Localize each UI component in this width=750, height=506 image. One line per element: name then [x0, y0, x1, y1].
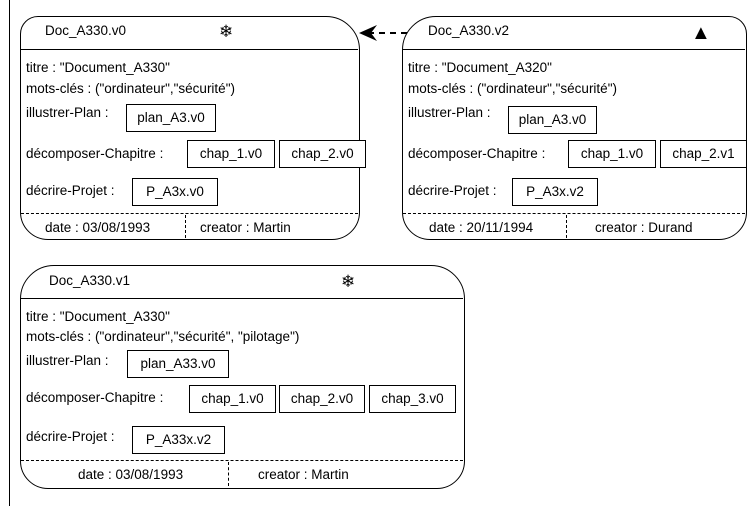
margin-rule: [9, 0, 10, 506]
footer-divider-v2: [403, 213, 745, 214]
illustrer-label-v0: illustrer-Plan :: [26, 105, 109, 120]
chapitre-link-v1-2[interactable]: chap_2.v0: [279, 385, 365, 413]
derivation-arrow: [359, 25, 407, 41]
mots-cles-v0: mots-clés : ("ordinateur","sécurité"): [26, 81, 235, 96]
titre-v1: titre : "Document_A330": [26, 309, 170, 324]
decomposer-label-v0: décomposer-Chapitre :: [26, 146, 164, 161]
projet-link-v1[interactable]: P_A33x.v2: [132, 426, 225, 454]
decomposer-label-v2: décomposer-Chapitre :: [408, 146, 546, 161]
header-divider-v2: [403, 49, 745, 50]
header-divider-v0: [21, 49, 358, 50]
triangle-icon: ▲: [691, 22, 711, 44]
mots-cles-v1: mots-clés : ("ordinateur","sécurité", "p…: [26, 329, 300, 344]
snowflake-icon: ❄: [219, 22, 234, 41]
projet-link-v2[interactable]: P_A3x.v2: [512, 178, 598, 206]
footer-separator-v0: [185, 215, 186, 238]
projet-link-v0[interactable]: P_A3x.v0: [132, 178, 218, 206]
footer-divider-v0: [21, 213, 358, 214]
mots-cles-v2: mots-clés : ("ordinateur","sécurité"): [408, 81, 617, 96]
doc-title-v0: Doc_A330.v0: [45, 23, 127, 38]
plan-link-v0[interactable]: plan_A3.v0: [126, 104, 216, 132]
chapitre-link-v0-1[interactable]: chap_1.v0: [187, 140, 275, 168]
date-v2: date : 20/11/1994: [429, 220, 534, 235]
date-v0: date : 03/08/1993: [45, 220, 151, 235]
titre-v0: titre : "Document_A330": [26, 60, 170, 75]
doc-title-v2: Doc_A330.v2: [428, 23, 510, 38]
titre-v2: titre : "Document_A320": [408, 60, 552, 75]
footer-separator-v1: [228, 462, 229, 486]
illustrer-label-v1: illustrer-Plan :: [26, 353, 109, 368]
footer-separator-v2: [566, 215, 567, 238]
decrire-label-v0: décrire-Projet :: [26, 183, 115, 198]
chapitre-link-v2-1[interactable]: chap_1.v0: [568, 140, 656, 168]
chapitre-link-v2-2[interactable]: chap_2.v1: [660, 140, 747, 168]
decomposer-label-v1: décomposer-Chapitre :: [26, 390, 164, 405]
creator-v1: creator : Martin: [258, 467, 349, 482]
plan-link-v2[interactable]: plan_A3.v0: [508, 106, 597, 134]
illustrer-label-v2: illustrer-Plan :: [408, 105, 491, 120]
plan-link-v1[interactable]: plan_A33.v0: [127, 350, 229, 378]
doc-card-v1[interactable]: [20, 265, 465, 489]
date-v1: date : 03/08/1993: [78, 467, 184, 482]
header-divider-v1: [21, 298, 463, 299]
chapitre-link-v0-2[interactable]: chap_2.v0: [279, 140, 366, 168]
doc-title-v1: Doc_A330.v1: [49, 273, 131, 288]
decrire-label-v2: décrire-Projet :: [408, 183, 497, 198]
snowflake-icon: ❄: [341, 272, 356, 291]
chapitre-link-v1-1[interactable]: chap_1.v0: [189, 385, 276, 413]
chapitre-link-v1-3[interactable]: chap_3.v0: [369, 385, 456, 413]
footer-divider-v1: [21, 460, 463, 461]
decrire-label-v1: décrire-Projet :: [26, 429, 115, 444]
creator-v0: creator : Martin: [200, 220, 291, 235]
creator-v2: creator : Durand: [595, 220, 693, 235]
